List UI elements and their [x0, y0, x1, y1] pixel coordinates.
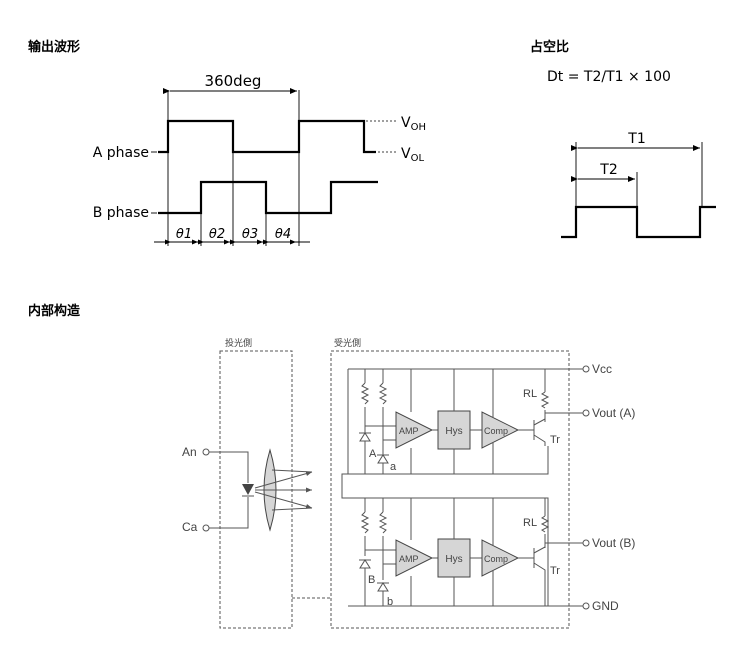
photodiode-a-icon — [359, 432, 371, 442]
light-ray-4 — [271, 469, 313, 473]
receiver-label: 受光側 — [334, 337, 361, 348]
channel-a-rl — [540, 391, 550, 409]
channel-a-rl-label: RL — [523, 388, 537, 400]
t1-label: T1 — [627, 131, 645, 147]
channel-b-rl-label: RL — [523, 517, 537, 529]
an-terminal-label: An — [182, 445, 197, 459]
theta-4-label: θ4 — [275, 227, 291, 242]
vout-b-label: Vout (B) — [592, 536, 635, 550]
duty-waveform — [561, 205, 716, 239]
channel-a-amp — [395, 411, 434, 449]
channel-a-hys-label: Hys — [445, 426, 462, 437]
led-wiring — [209, 451, 249, 529]
channel-a-resistor-2 — [378, 382, 388, 405]
light-ray-3 — [254, 491, 313, 509]
section-title-internal-structure: 内部构造 — [28, 304, 81, 319]
channel-b: B b AMP Hys Comp RL — [359, 498, 635, 608]
channel-a-tr-label: Tr — [550, 434, 560, 446]
period-label: 360deg — [205, 72, 262, 90]
duty-ratio-diagram: Dt = T2/T1 × 100 T1 T2 — [547, 69, 716, 239]
channel-b-amp-label: AMP — [399, 554, 419, 564]
receiver-block — [330, 350, 570, 629]
t2-label: T2 — [599, 162, 617, 178]
b-phase-waveform — [158, 180, 378, 215]
gnd-terminal — [582, 602, 590, 610]
photodiode-b-lower-label: b — [387, 596, 393, 608]
vout-a-label: Vout (A) — [592, 406, 635, 420]
b-phase-label: B phase — [93, 205, 149, 221]
channel-b-resistor-2 — [378, 511, 388, 534]
emitter-label: 投光側 — [225, 337, 252, 348]
middle-bus-a — [348, 446, 549, 475]
channel-b-amp-inputs — [365, 549, 396, 565]
vout-b-terminal — [582, 539, 590, 547]
channel-b-comp — [481, 539, 520, 577]
an-terminal — [202, 448, 210, 456]
channel-a-resistor-1 — [360, 382, 370, 405]
channel-b-hys — [437, 538, 471, 578]
gnd-label: GND — [592, 599, 619, 613]
light-ray-5 — [271, 507, 313, 511]
photodiode-b-lower-icon — [377, 582, 389, 592]
channel-a-amp-label: AMP — [399, 426, 419, 436]
section-title-duty-ratio: 占空比 — [530, 40, 570, 55]
vout-a-terminal — [582, 409, 590, 417]
photodiode-b-label: B — [368, 574, 375, 586]
channel-b-hys-label: Hys — [445, 554, 462, 565]
channel-a-supply-lines — [410, 369, 494, 474]
duty-formula: Dt = T2/T1 × 100 — [547, 69, 671, 85]
theta-1-label: θ1 — [176, 227, 192, 242]
photodiode-a-lower-icon — [377, 454, 389, 464]
internal-structure-diagram: 投光側 受光側 An Ca Vcc GND — [182, 337, 635, 629]
channel-a-comp — [481, 411, 520, 449]
ca-terminal — [202, 524, 210, 532]
photodiode-b-icon — [359, 559, 371, 569]
channel-b-amp — [395, 539, 434, 577]
channel-b-tr-label: Tr — [550, 565, 560, 577]
ca-terminal-label: Ca — [182, 520, 198, 534]
channel-a-hys — [437, 410, 471, 450]
vol-label: VOL — [401, 146, 424, 164]
channel-a-comp-label: Comp — [484, 426, 508, 436]
channel-b-rl — [540, 515, 550, 533]
channel-b-supply-lines — [410, 498, 494, 606]
channel-b-transistor-legs — [533, 546, 546, 606]
channel-a-amp-inputs — [365, 425, 396, 441]
a-phase-label: A phase — [93, 145, 149, 161]
light-ray-1 — [254, 471, 313, 489]
channel-b-comp-label: Comp — [484, 554, 508, 564]
photodiode-a-label: A — [369, 448, 377, 460]
led-icon — [242, 484, 254, 495]
theta-3-label: θ3 — [242, 227, 258, 242]
channel-a-transistor-legs — [533, 418, 546, 446]
voh-label: VOH — [401, 115, 426, 133]
section-title-output-waveform: 输出波形 — [28, 40, 81, 55]
middle-bus — [341, 369, 549, 606]
theta-2-label: θ2 — [209, 227, 225, 242]
photodiode-a-lower-label: a — [390, 461, 397, 473]
output-waveform-diagram: 360deg A phase B phase VOH VOL θ1 θ2 θ3 … — [93, 72, 426, 246]
vcc-label: Vcc — [592, 362, 612, 376]
a-phase-waveform — [158, 119, 376, 154]
channel-a: A a AMP Hys Comp RL — [359, 369, 635, 474]
channel-b-resistor-1 — [360, 511, 370, 534]
vcc-terminal — [582, 365, 590, 373]
